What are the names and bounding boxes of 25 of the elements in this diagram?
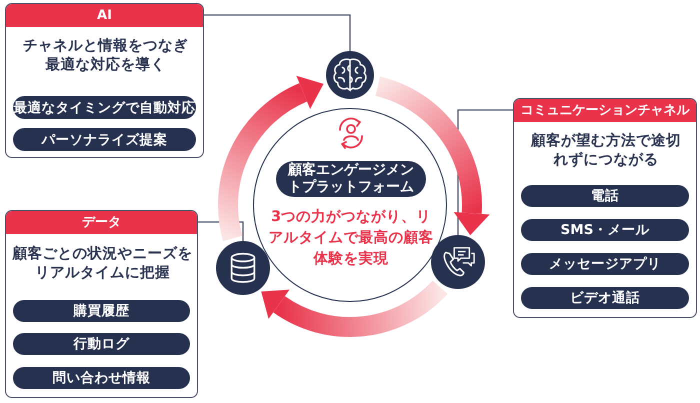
feature-pill: 最適なタイミングで自動対応: [13, 96, 196, 119]
icon-circle: [431, 235, 485, 289]
panel-header: AI: [6, 4, 203, 27]
feature-pill: 問い合わせ情報: [13, 367, 190, 389]
feature-pill: 行動ログ: [13, 333, 190, 355]
panel-header: コミュニケーションチャネル: [514, 99, 696, 122]
icon-circle: [216, 241, 270, 295]
info-panel: [5, 210, 198, 398]
feature-pill: 購買履歴: [13, 300, 190, 322]
feature-pill: 顧客エンゲージメントプラットフォーム: [276, 161, 426, 197]
description: 顧客ごとの状況やニーズをリアルタイムに把握: [12, 245, 194, 283]
cycle-arrow: [218, 76, 323, 241]
icon-circle: [326, 51, 374, 99]
description: 顧客が望む方法で途切れずにつながる: [530, 132, 682, 170]
info-panel: [5, 3, 204, 158]
panel-header: データ: [6, 211, 197, 234]
feature-pill: メッセージアプリ: [521, 253, 689, 275]
connector-line: [204, 14, 351, 51]
info-panel: [513, 98, 697, 318]
feature-pill: SMS・メール: [521, 219, 689, 241]
tagline: 3つの力がつながり、リアルタイムで最高の顧客体験を実現: [268, 208, 434, 269]
description: チャネルと情報をつなぎ最適な対応を導く: [22, 37, 189, 75]
feature-pill: ビデオ通話: [521, 287, 689, 309]
feature-pill: 電話: [521, 185, 689, 207]
feature-pill: パーソナライズ提案: [13, 128, 196, 151]
